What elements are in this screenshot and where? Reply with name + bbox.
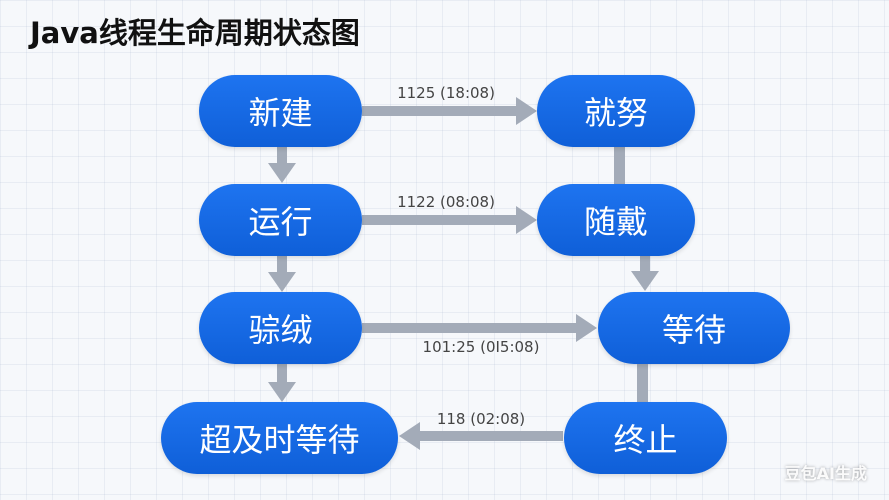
arrow-blocked-to-waiting: [362, 314, 597, 342]
node-new: 新建: [199, 75, 362, 147]
node-waiting: 等待: [598, 292, 790, 364]
edge-label-terminated-to-timed: 118 (02:08): [436, 410, 526, 428]
arrow-blocked-a-to-waiting: [631, 255, 659, 291]
node-terminated: 终止: [564, 402, 727, 474]
line-waiting-to-terminated: [637, 362, 648, 404]
arrow-new-to-ready: [362, 97, 537, 125]
edge-label-new-to-ready: 1125 (18:08): [397, 84, 495, 102]
arrow-running-to-blocked-b: [268, 256, 296, 292]
line-ready-to-blocked: [614, 145, 625, 187]
diagram-title: Java线程生命周期状态图: [30, 16, 360, 50]
watermark-text: 豆包AI生成: [784, 464, 867, 483]
arrow-blocked-b-to-timed: [268, 363, 296, 402]
node-ready: 就努: [537, 75, 695, 147]
node-blocked-a: 随戴: [537, 184, 695, 256]
node-running: 运行: [199, 184, 362, 256]
node-blocked-b: 骔绒: [199, 292, 362, 364]
arrow-running-to-blocked: [362, 206, 537, 234]
edge-label-blocked-to-waiting: 101:25 (0I5:08): [422, 338, 540, 356]
node-timed-waiting: 超及时等待: [161, 402, 398, 474]
arrow-new-to-running: [268, 147, 296, 183]
edge-label-running-to-blocked: 1122 (08:08): [397, 193, 495, 211]
arrow-terminated-to-timed: [399, 422, 563, 450]
